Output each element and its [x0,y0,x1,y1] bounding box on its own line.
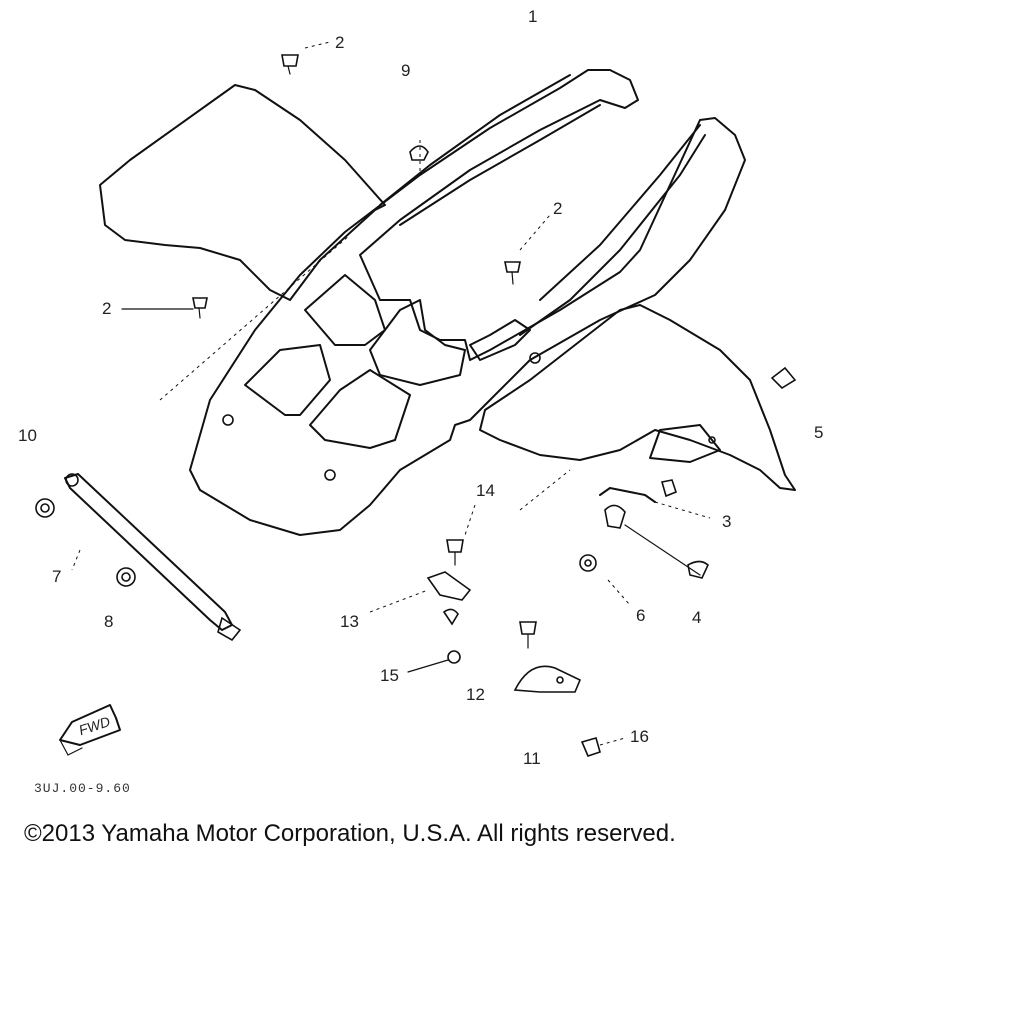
callout-13: 13 [340,612,359,631]
bolt-14 [446,539,464,566]
callout-5: 5 [814,423,823,442]
clip-9 [409,145,429,161]
bolt-2-right [504,261,521,285]
callout-10: 10 [18,426,37,445]
callout-2-top: 2 [335,33,344,52]
bolt-2-left [192,297,208,319]
callout-11: 11 [523,749,541,768]
callout-14: 14 [476,481,495,500]
bolt-12 [519,621,537,649]
callout-1: 1 [528,7,537,26]
nut-15 [447,650,461,664]
copyright-notice: ©2013 Yamaha Motor Corporation, U.S.A. A… [24,820,676,847]
callout-9: 9 [401,61,410,80]
collar-8 [116,567,136,587]
bracket-3 [599,479,677,529]
leader-lines [71,41,711,746]
callout-2-right: 2 [553,199,562,218]
bracket-11 [513,665,582,693]
collar-10 [35,498,55,518]
nut-16 [580,737,601,757]
collar-6 [579,554,597,572]
grommet-5 [770,366,797,390]
rear-fender-drawing [99,69,796,536]
callout-15: 15 [380,666,399,685]
callout-12: 12 [466,685,485,704]
drawing-code: 3UJ.00-9.60 [34,781,131,796]
fender-stay-bar [64,473,242,642]
bracket-13 [426,571,472,626]
callout-16: 16 [630,727,649,746]
bolt-2-top [281,54,299,75]
callout-6: 6 [636,606,645,625]
callout-3: 3 [722,512,731,531]
callout-2-left: 2 [102,299,111,318]
callout-4: 4 [692,608,701,627]
fwd-arrow: FWD [59,704,121,756]
clip-4 [687,560,709,579]
callout-8: 8 [104,612,113,631]
callout-7: 7 [52,567,61,586]
